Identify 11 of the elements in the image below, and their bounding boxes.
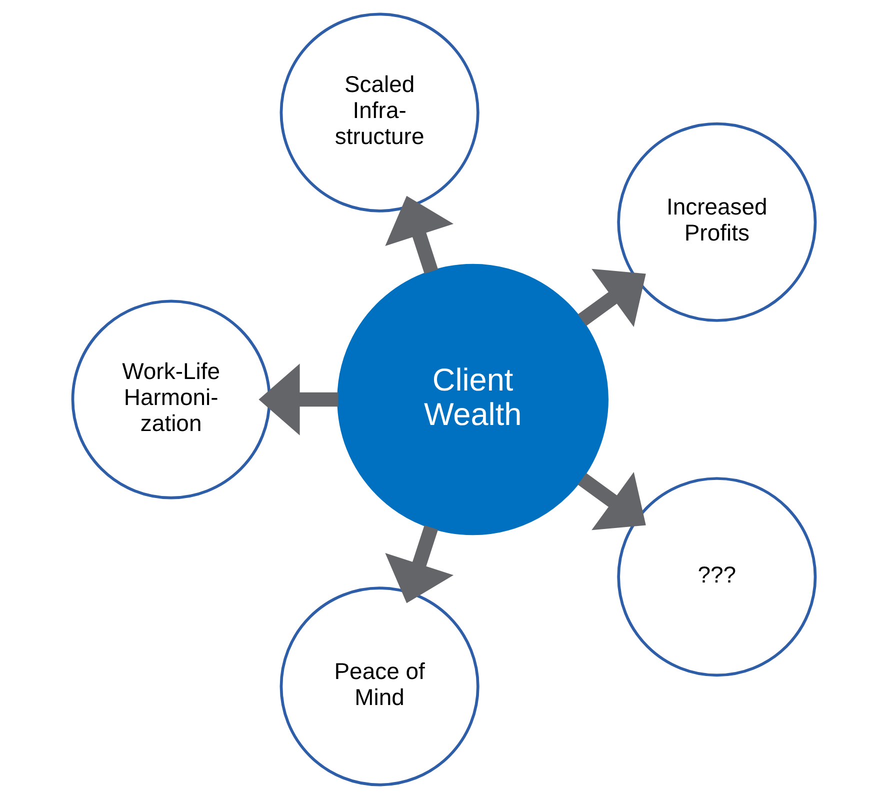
node-circle: Work-Life Harmoni- zation xyxy=(70,300,270,500)
arrow xyxy=(577,268,646,327)
node-circle: Peace of Mind xyxy=(279,586,479,786)
node-circle: Increased Profits xyxy=(616,122,816,322)
node-circle: ??? xyxy=(616,477,816,677)
node-circle: Client Wealth xyxy=(336,264,608,536)
arrow xyxy=(577,472,646,530)
node-circle: Scaled Infra- structure xyxy=(279,12,479,212)
arrow xyxy=(384,525,453,604)
arrow xyxy=(258,364,338,436)
arrow xyxy=(384,196,453,274)
